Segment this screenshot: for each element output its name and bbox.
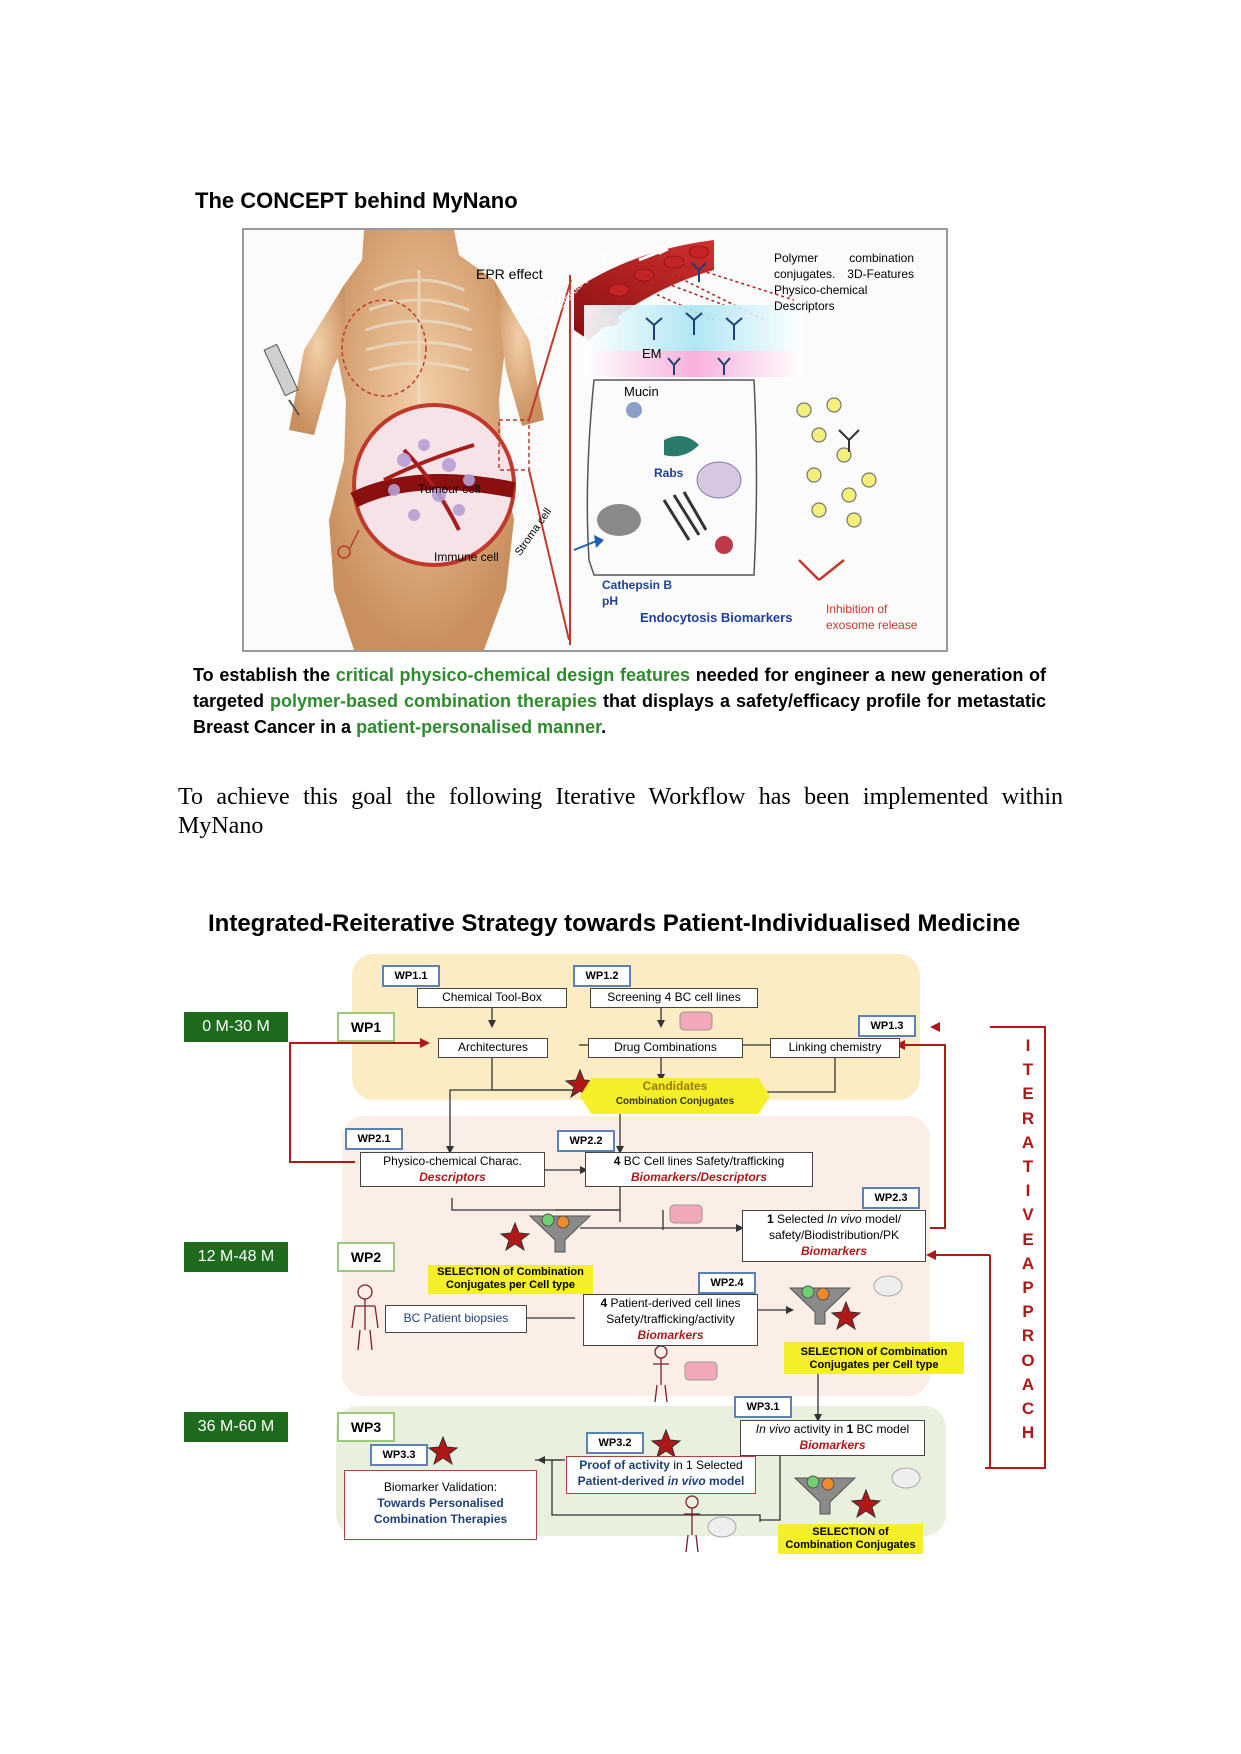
conjugate-glyphs xyxy=(645,262,743,375)
box-proof-of-activity: Proof of activity in 1 Selected Patient-… xyxy=(566,1456,756,1494)
tag-wp24: WP2.4 xyxy=(698,1272,756,1294)
mucin-label: Mucin xyxy=(624,384,659,399)
box-patient-biopsies: BC Patient biopsies xyxy=(385,1305,527,1333)
inhibition-label-2: exosome release xyxy=(826,618,918,632)
strategy-title: Integrated-Reiterative Strategy towards … xyxy=(208,910,1021,937)
selection-box-2: SELECTION of Combination Conjugates per … xyxy=(784,1342,964,1374)
tumour-label: Tumour cell xyxy=(418,482,481,496)
tag-wp21: WP2.1 xyxy=(345,1128,403,1150)
goal-paragraph: To establish the critical physico-chemic… xyxy=(193,665,1047,737)
organelles xyxy=(597,402,742,554)
time-label-wp3: 36 M-60 M xyxy=(184,1412,288,1442)
box-chemical-toolbox: Chemical Tool-Box xyxy=(417,988,567,1008)
funnels xyxy=(528,1213,857,1515)
selection-box-1: SELECTION of Combination Conjugates per … xyxy=(428,1265,593,1294)
ph-label: pH xyxy=(602,594,618,608)
polymer-label: Polymer combination conjugates. 3D-Featu… xyxy=(774,251,914,313)
wp1-zone xyxy=(352,954,920,1100)
tag-wp32: WP3.2 xyxy=(586,1432,644,1454)
tag-wp12: WP1.2 xyxy=(573,965,631,987)
box-patient-derived-lines: 4 Patient-derived cell lines Safety/traf… xyxy=(583,1294,758,1346)
tag-wp13: WP1.3 xyxy=(858,1015,916,1037)
mouse-icons xyxy=(707,1275,921,1538)
endocytosis-label: Endocytosis Biomarkers xyxy=(640,610,793,625)
concept-illustration xyxy=(263,230,877,650)
box-invivo-activity: In vivo activity in 1 BC model Biomarker… xyxy=(740,1420,925,1456)
wp2-label: WP2 xyxy=(337,1242,395,1272)
tag-wp11: WP1.1 xyxy=(382,965,440,987)
box-biomarker-validation: Biomarker Validation: Towards Personalis… xyxy=(344,1470,537,1540)
em-label: EM xyxy=(642,346,662,361)
wp1-label: WP1 xyxy=(337,1012,395,1042)
syringe xyxy=(263,343,300,416)
inhibition-label-1: Inhibition of xyxy=(826,602,888,616)
epr-label: EPR effect xyxy=(476,266,543,282)
box-physico-chemical: Physico-chemical Charac. Descriptors xyxy=(360,1152,545,1187)
selection-box-3: SELECTION of Combination Conjugates xyxy=(778,1524,923,1554)
time-label-wp2: 12 M-48 M xyxy=(184,1242,288,1272)
box-architectures: Architectures xyxy=(438,1038,548,1058)
tag-wp23: WP2.3 xyxy=(862,1187,920,1209)
rabs-label: Rabs xyxy=(654,466,684,480)
candidates-hexagon: Candidates Combination Conjugates xyxy=(580,1078,770,1114)
tumour-zoom-circle xyxy=(337,403,530,567)
box-screening: Screening 4 BC cell lines xyxy=(590,988,758,1008)
iterative-approach-label: I T E R A T I V E A P P R O A C H xyxy=(1021,1036,1035,1443)
human-figures xyxy=(351,1284,700,1553)
concept-title: The CONCEPT behind MyNano xyxy=(195,188,518,213)
box-linking-chemistry: Linking chemistry xyxy=(770,1038,900,1058)
time-label-wp1: 0 M-30 M xyxy=(184,1012,288,1042)
petri-dishes xyxy=(669,1011,718,1381)
tag-wp22: WP2.2 xyxy=(557,1130,615,1152)
box-bc-cell-lines: 4 BC Cell lines Safety/trafficking Bioma… xyxy=(585,1152,813,1187)
tag-wp33: WP3.3 xyxy=(370,1444,428,1466)
box-drug-combinations: Drug Combinations xyxy=(588,1038,743,1058)
immune-label: Immune cell xyxy=(434,550,499,564)
box-invivo-model: 1 Selected In vivo model/ safety/Biodist… xyxy=(742,1210,926,1262)
cathepsin-label: Cathepsin B xyxy=(602,578,673,592)
stars xyxy=(427,1068,882,1519)
workflow-intro: To achieve this goal the following Itera… xyxy=(178,784,1063,839)
tag-wp31: WP3.1 xyxy=(734,1396,792,1418)
exosome-glyphs xyxy=(796,397,877,528)
concept-figure: EPR effect Flow Interstitial pressure Po… xyxy=(242,228,948,652)
wp3-label: WP3 xyxy=(337,1412,395,1442)
